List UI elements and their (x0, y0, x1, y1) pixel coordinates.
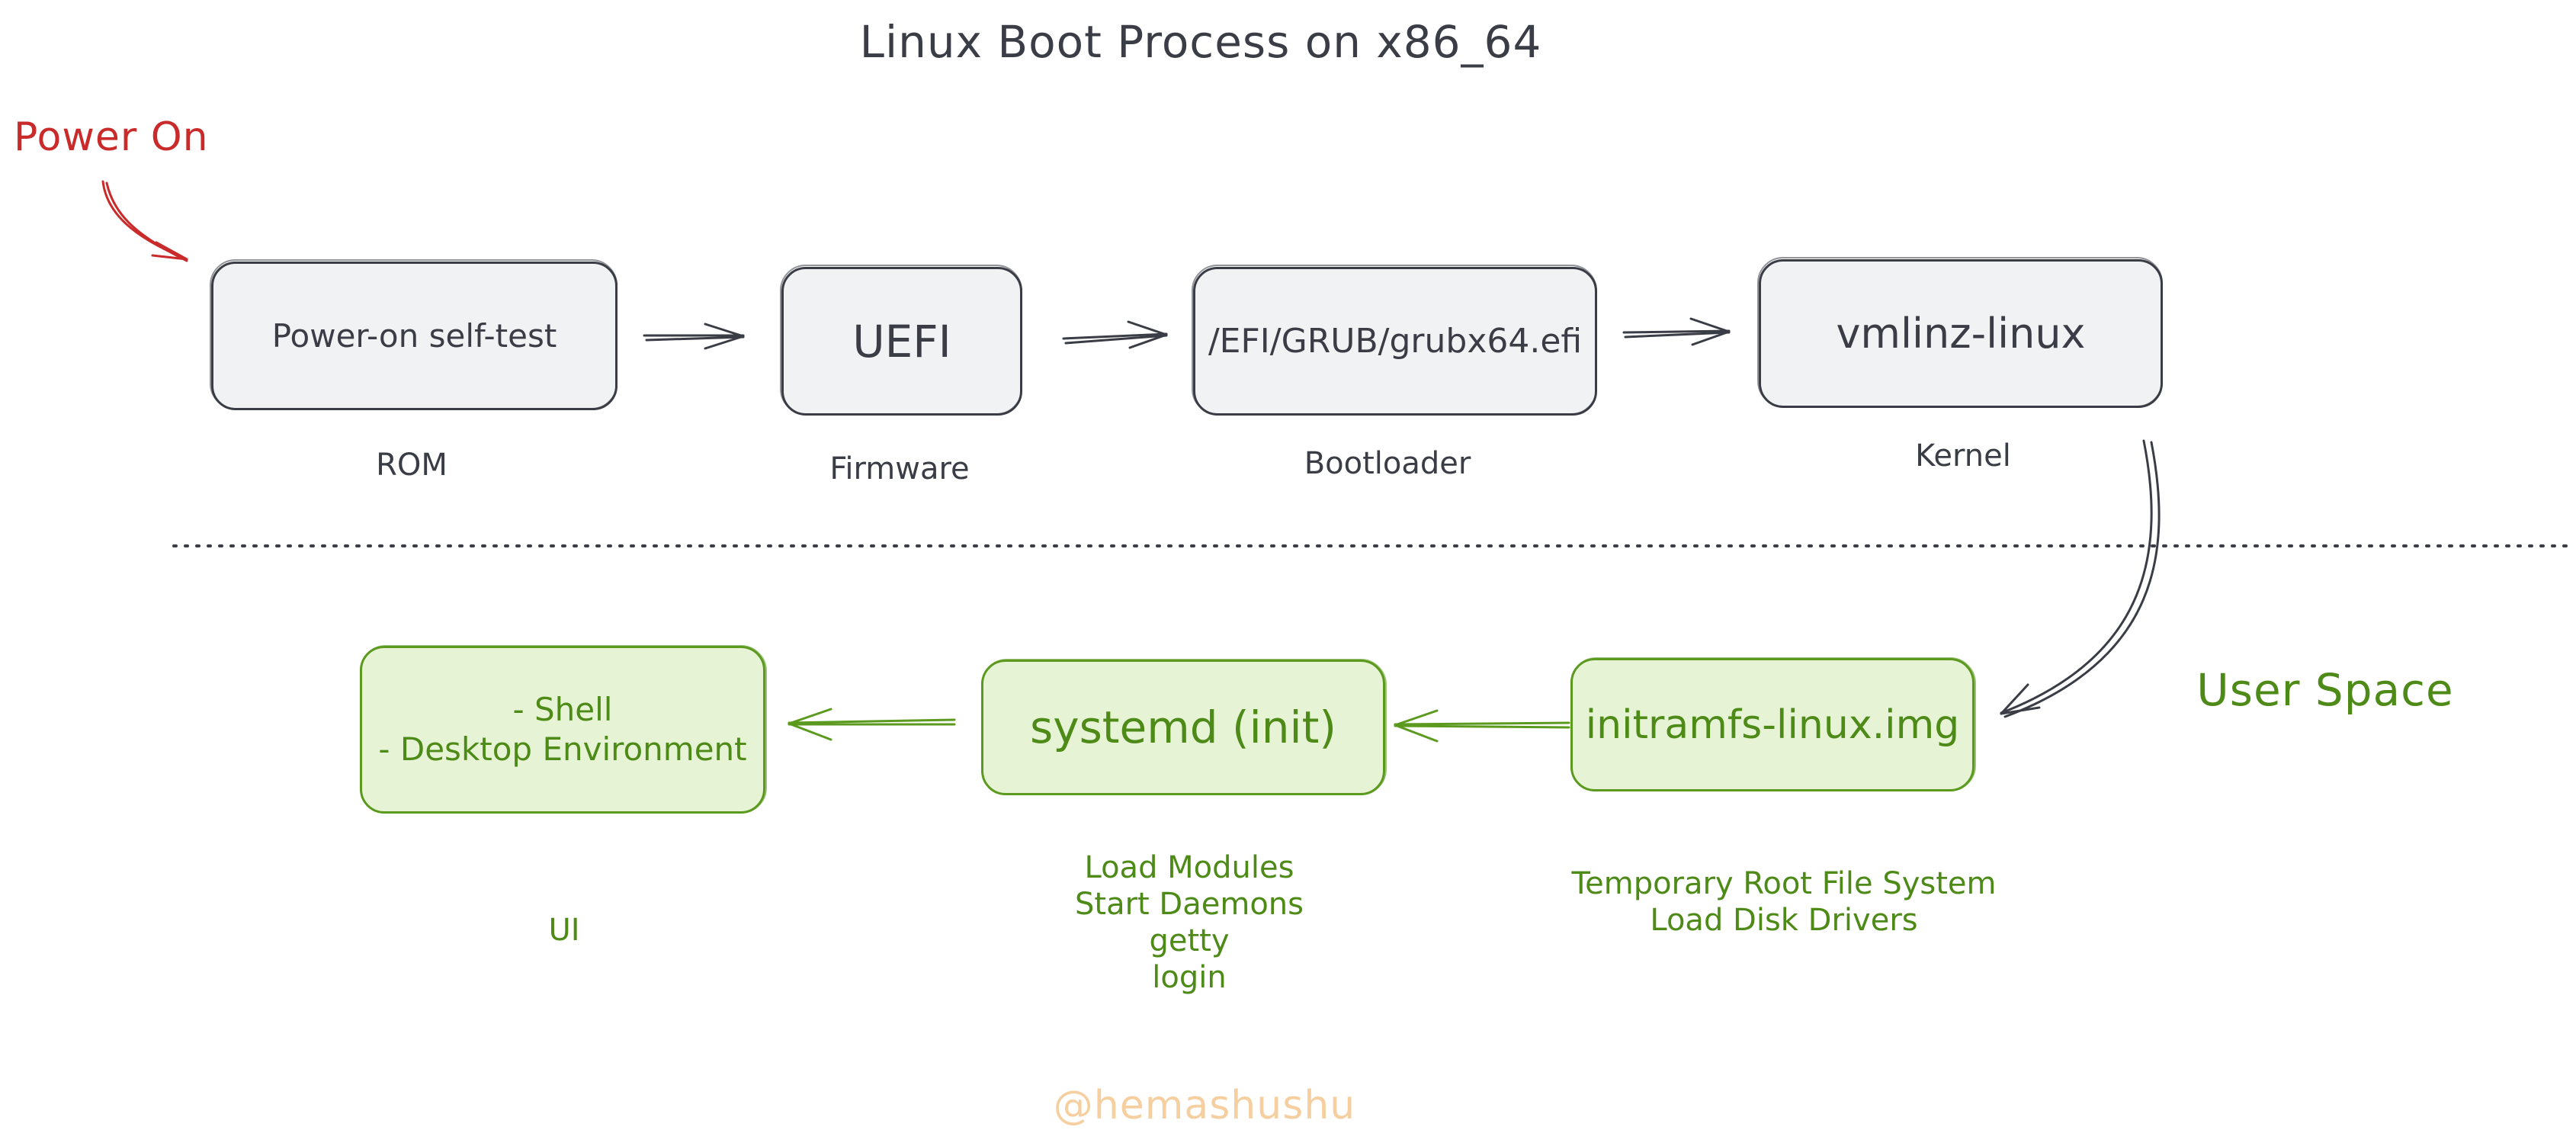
arrow-uefi-to-bootloader (1062, 320, 1168, 349)
bootloader-label: Bootloader (1304, 446, 1471, 481)
author-watermark: @hemashushu (1053, 1083, 1356, 1128)
arrow-post-to-uefi (643, 323, 745, 350)
firmware-label: Firmware (829, 451, 970, 486)
arrow-bootloader-to-kernel (1622, 317, 1731, 346)
arrow-systemd-to-ui (788, 708, 956, 741)
kernel-box: vmlinz-linux (1757, 257, 2163, 408)
ui-box: - Shell - Desktop Environment (360, 645, 767, 814)
ui-label: UI (548, 913, 580, 948)
initramfs-box: initramfs-linux.img (1570, 657, 1976, 791)
systemd-box: systemd (init) (981, 659, 1387, 795)
arrow-kernel-to-initramfs (2000, 439, 2161, 718)
user-space-label: User Space (2196, 664, 2454, 716)
diagram-title: Linux Boot Process on x86_64 (859, 16, 1542, 68)
rom-label: ROM (376, 448, 448, 483)
initramfs-label: Temporary Root File System Load Disk Dri… (1571, 866, 1997, 938)
power-on-label: Power On (14, 114, 209, 160)
kernel-label: Kernel (1915, 438, 2011, 473)
post-box: Power-on self-test (210, 259, 618, 410)
bootloader-box: /EFI/GRUB/grubx64.efi (1192, 265, 1597, 416)
arrow-initramfs-to-systemd (1394, 709, 1570, 743)
uefi-box: UEFI (780, 265, 1022, 416)
power-on-arrow (101, 180, 188, 262)
systemd-label: Load Modules Start Daemons getty login (1075, 850, 1304, 995)
